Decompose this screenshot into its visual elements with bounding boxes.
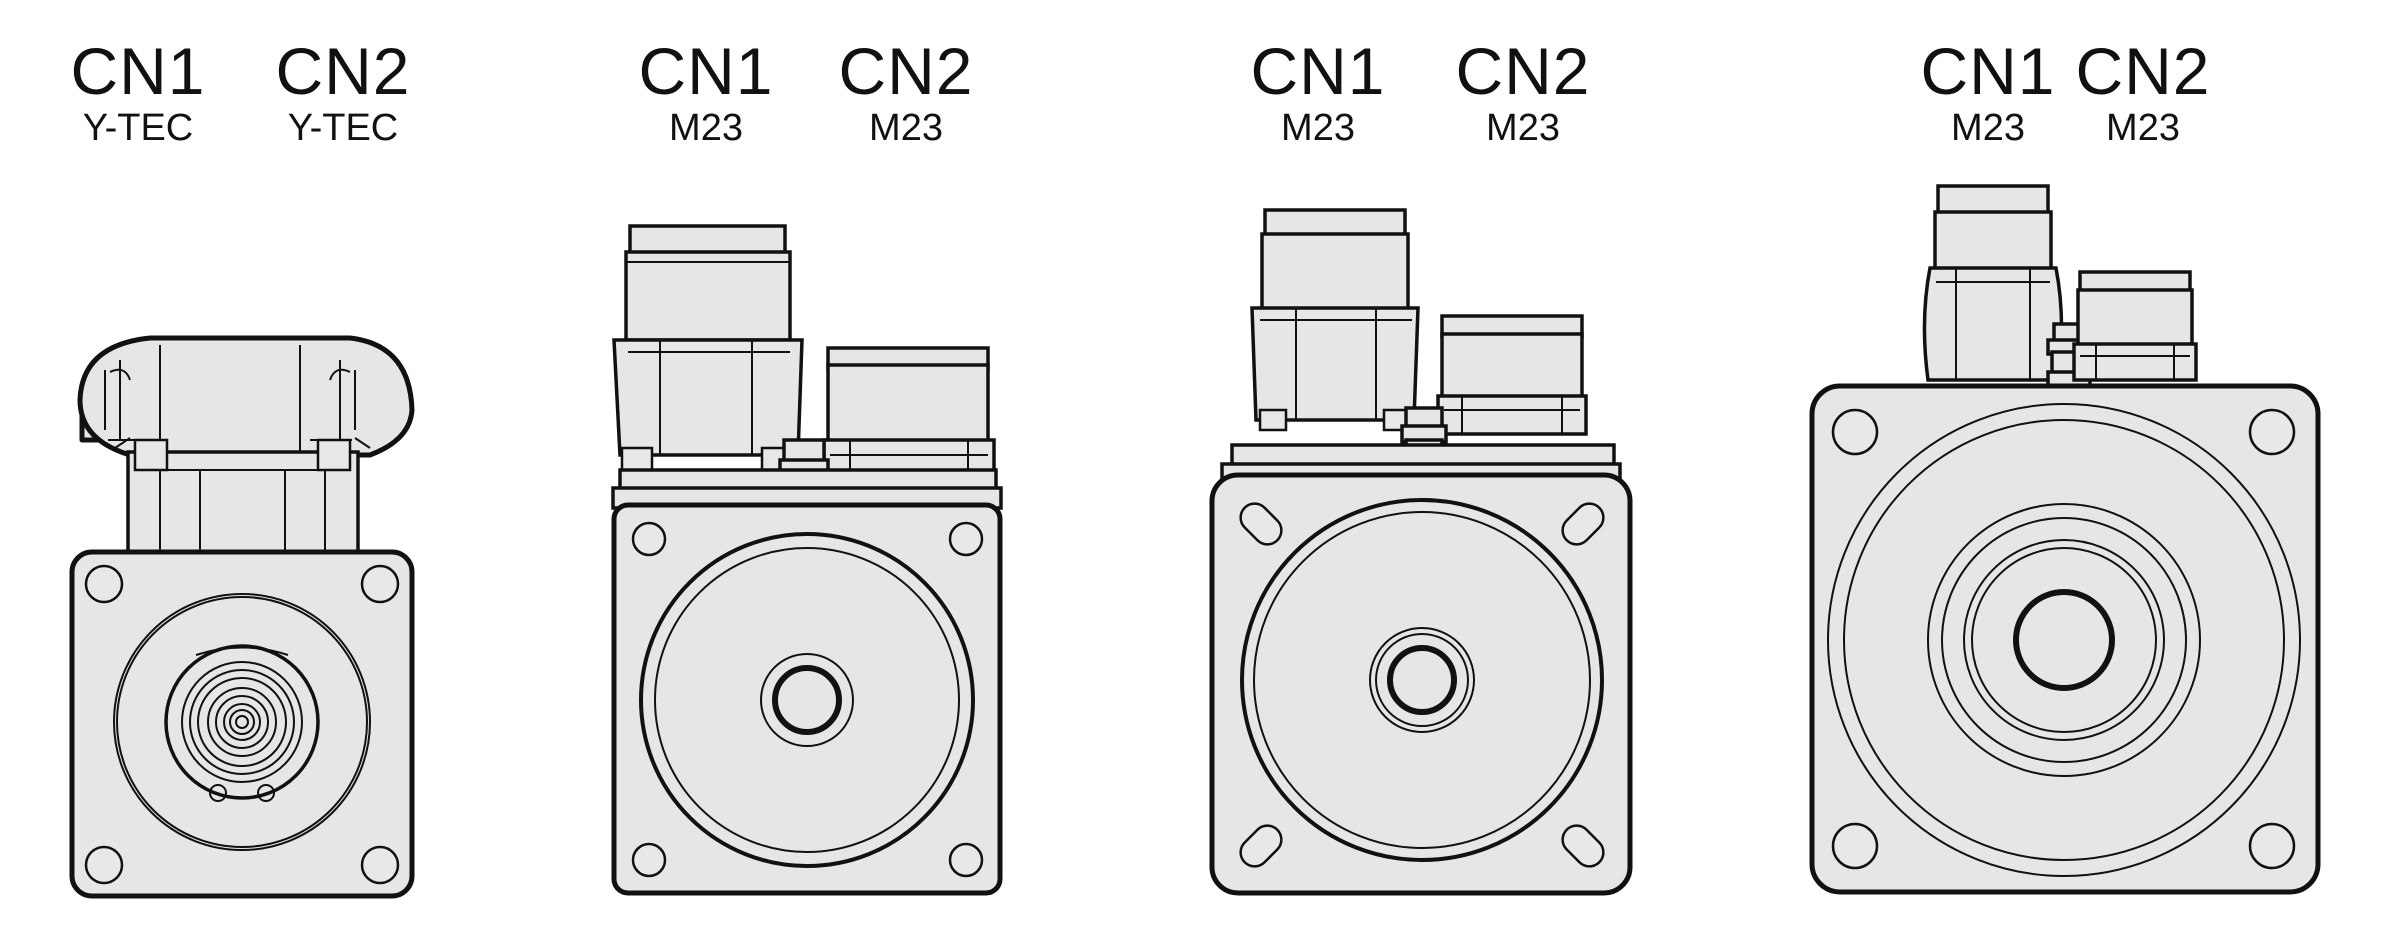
motor2-cn1-name: CN1 xyxy=(638,34,774,108)
motor3-cn2-label: CN2 M23 xyxy=(1455,36,1590,150)
motor4-cn1-connector: M23 xyxy=(1951,107,2025,149)
motor1-cn1-label: CN1 Y-TEC xyxy=(70,36,205,150)
motor4 xyxy=(1809,184,2321,895)
motor3-cn2-connector: M23 xyxy=(1486,107,1560,149)
motor4-cn1-connector-body xyxy=(1922,266,2064,382)
motor2 xyxy=(611,224,1003,896)
motor2-cn1-connector-body xyxy=(612,338,804,457)
motor1 xyxy=(69,335,415,899)
motor2-cn1-connector: M23 xyxy=(669,107,743,149)
motor3-cn2-connector-body xyxy=(1436,394,1588,436)
motor3-cn2-name: CN2 xyxy=(1455,34,1591,108)
motor2-cn2-name: CN2 xyxy=(838,34,974,108)
motor4-cn2-connector: M23 xyxy=(2106,107,2180,149)
motor4-cn2-connector-body xyxy=(2072,342,2198,382)
motor4-cn1-label: CN1 M23 xyxy=(1920,36,2055,150)
motor4-cn2-label: CN2 M23 xyxy=(2075,36,2210,150)
motor3-cn1-connector-body xyxy=(1250,306,1420,422)
motor2-cn2-connector: M23 xyxy=(869,107,943,149)
motor1-cn1-name: CN1 xyxy=(70,34,206,108)
motor1-cn2-connector: Y-TEC xyxy=(287,107,399,149)
motor4-cn2-name: CN2 xyxy=(2075,34,2211,108)
motor1-cn2-label: CN2 Y-TEC xyxy=(275,36,410,150)
motor1-cn2-name: CN2 xyxy=(275,34,411,108)
motor4-cn1-name: CN1 xyxy=(1920,34,2056,108)
motor3-cn1-name: CN1 xyxy=(1250,34,1386,108)
motor1-connector-housing xyxy=(77,335,415,458)
motor3-cn1-label: CN1 M23 xyxy=(1250,36,1385,150)
motor2-cn2-label: CN2 M23 xyxy=(838,36,973,150)
motor1-cn1-connector: Y-TEC xyxy=(82,107,194,149)
motor4-cn1-connector-top xyxy=(1936,184,2050,216)
motor3-cn1-connector: M23 xyxy=(1281,107,1355,149)
motor2-cn1-label: CN1 M23 xyxy=(638,36,773,150)
motor3 xyxy=(1209,208,1633,896)
